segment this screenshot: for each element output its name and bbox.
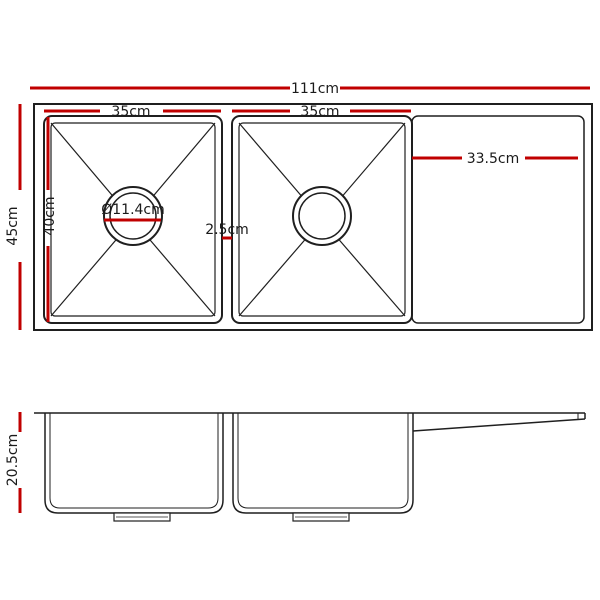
right-bowl — [231, 115, 413, 324]
side-left-bowl — [44, 413, 224, 514]
side-right-bowl-inner — [237, 413, 409, 509]
side-right-bowl — [232, 413, 414, 514]
bowl-gap-label: 2.5cm — [205, 222, 249, 238]
side-drainer-slope — [412, 418, 586, 432]
drainer-area — [411, 115, 585, 324]
right-waste-outlet-inner — [298, 192, 346, 240]
drainer-width-label: 33.5cm — [467, 151, 520, 167]
bowl-depth-label: 40cm — [42, 196, 58, 235]
right-bowl-width-label: 35cm — [300, 104, 339, 120]
side-left-bowl-inner — [49, 413, 219, 509]
sink-outer-frame — [33, 103, 593, 331]
total-depth-label: 45cm — [5, 206, 21, 245]
left-bowl-inner — [50, 122, 216, 317]
left-bowl — [43, 115, 223, 324]
left-bowl-width-label: 35cm — [111, 104, 150, 120]
bowl-height-label: 20.5cm — [5, 434, 21, 487]
top-dimensions: 111cm 35cm 35cm 33.5cm 45cm 40cm Ø11.4c — [5, 81, 590, 330]
drainer-board — [411, 115, 585, 324]
right-bowl-inner — [238, 122, 406, 317]
left-waste-outlet-inner — [109, 192, 157, 240]
left-bowl-outer — [43, 115, 223, 324]
waste-diameter-label: Ø11.4cm — [101, 202, 165, 218]
total-width-label: 111cm — [291, 81, 339, 97]
side-view: 20.5cm — [5, 412, 586, 522]
top-view: 111cm 35cm 35cm 33.5cm 45cm 40cm Ø11.4c — [5, 81, 593, 331]
